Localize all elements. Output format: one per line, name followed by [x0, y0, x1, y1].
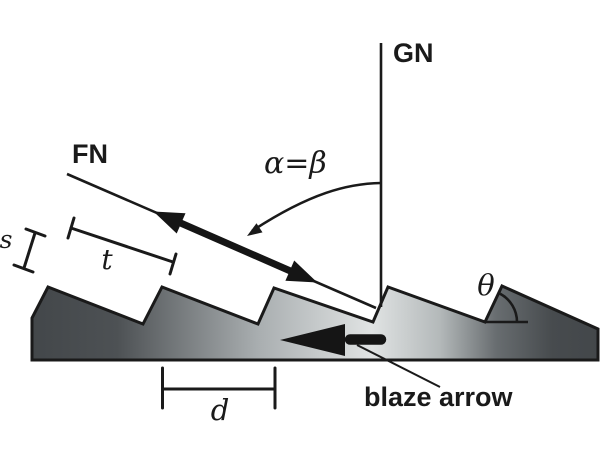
facet-length-label: t [101, 243, 113, 276]
blaze-arrow-label: blaze arrow [364, 382, 514, 412]
blaze-angle-label: θ [477, 268, 494, 302]
ray-arrowhead-left [153, 211, 186, 234]
grating-profile [30, 284, 600, 362]
facet-length-dimension [66, 216, 178, 276]
alpha-beta-angle-arc [247, 181, 382, 236]
blaze-arrow-callout-line [356, 344, 441, 388]
blaze-arrowhead [280, 324, 345, 356]
ray-arrowhead-right [285, 260, 318, 283]
alpha-beta-label: α=β [264, 146, 327, 181]
step-height-label: s [0, 225, 12, 254]
blaze-angle-marker [485, 292, 528, 324]
groove-spacing-label: d [211, 393, 230, 427]
incident-diffracted-ray-arrow [153, 211, 318, 283]
grating-normal-label: GN [393, 38, 434, 68]
step-height-dimension [12, 227, 47, 274]
arc-arrowhead [247, 223, 263, 236]
groove-spacing-dimension [161, 366, 277, 410]
facet-normal-label: FN [72, 139, 108, 169]
blaze-arrow [280, 324, 387, 356]
